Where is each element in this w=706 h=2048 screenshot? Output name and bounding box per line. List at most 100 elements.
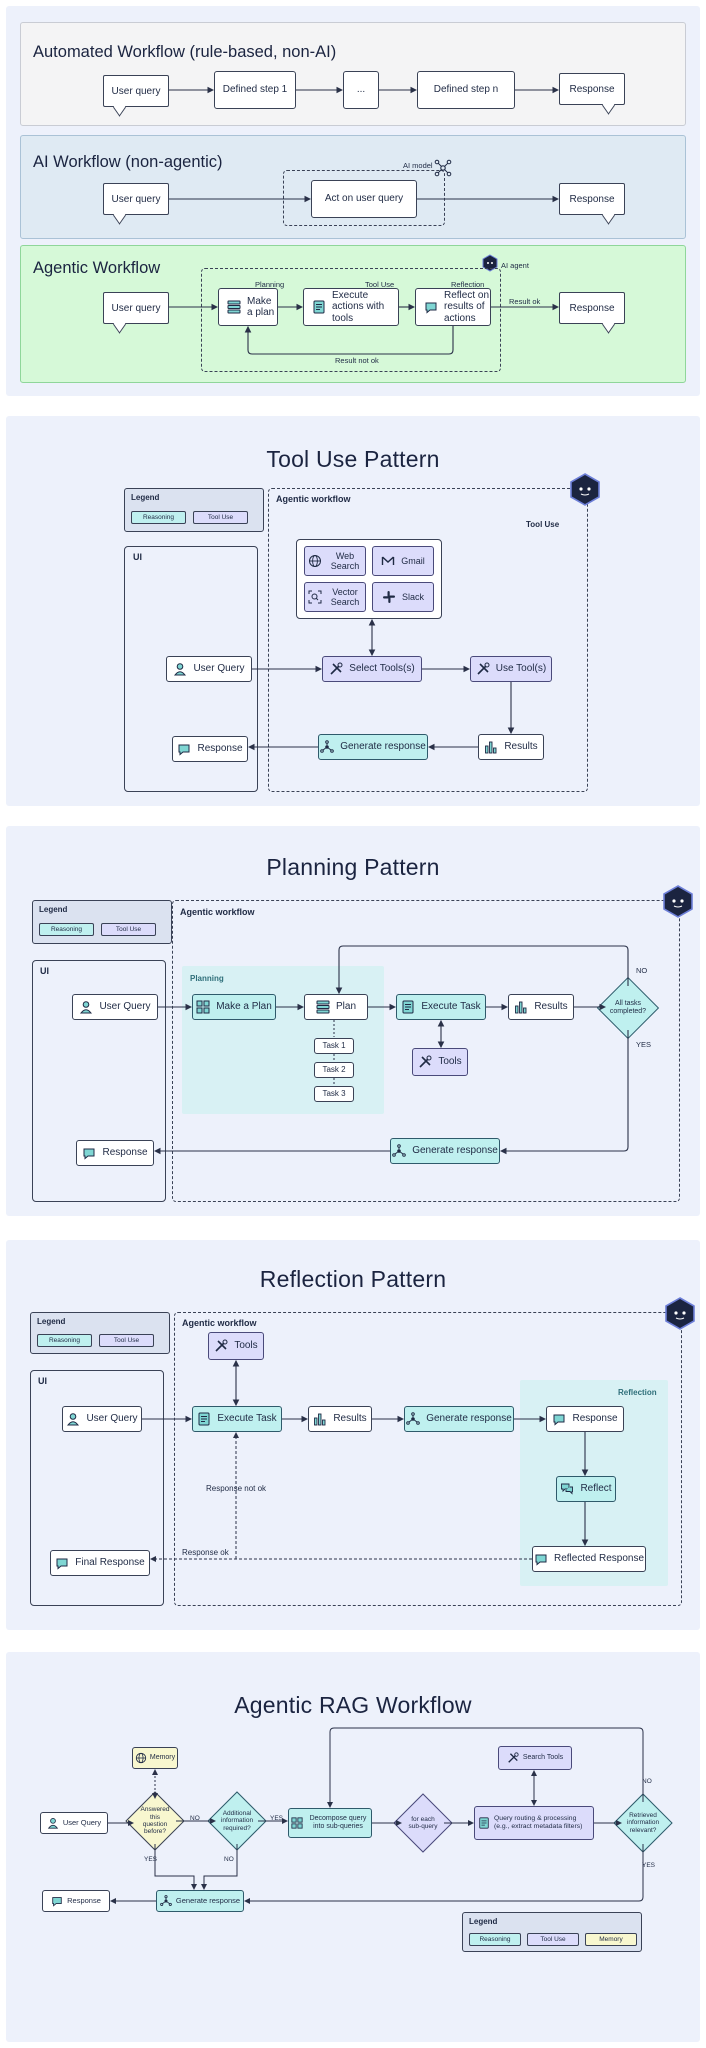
query-routing-label: Query routing & processing (e.g., extrac… (494, 1815, 583, 1830)
ai-agent-icon (663, 885, 693, 918)
legend: Legend Reasoning Tool Use (32, 900, 172, 944)
ai-workflow-title: AI Workflow (non-agentic) (33, 153, 223, 171)
generate-response-node: Generate response (318, 734, 428, 760)
planning-label: Planning (255, 280, 285, 289)
ellipsis-step: ... (343, 71, 379, 109)
response-label: Response (67, 1895, 101, 1905)
task-3-node: Task 3 (314, 1086, 354, 1102)
final-response-label: Final Response (75, 1557, 145, 1569)
results-label: Results (504, 741, 538, 753)
execute-task-label: Execute Task (217, 1413, 277, 1425)
gmail-label: Gmail (401, 555, 425, 566)
tool-use-pattern-panel: Tool Use Pattern Legend Reasoning Tool U… (6, 416, 700, 806)
select-tools-node: Select Tools(s) (322, 656, 422, 682)
make-a-plan-label: Make a plan (247, 295, 275, 319)
ui-title: UI (40, 966, 49, 976)
tools-icon (418, 1055, 432, 1069)
no-label: NO (224, 1856, 234, 1863)
for-each-subquery-label: for each sub-query (408, 1815, 438, 1830)
planning-zone-label: Planning (190, 974, 224, 983)
agentic-rag-panel: Agentic RAG Workflow Memory User Query A… (6, 1652, 700, 2042)
legend-tool-use-chip: Tool Use (527, 1933, 579, 1946)
legend-reasoning-chip: Reasoning (37, 1334, 92, 1347)
use-tools-label: Use Tool(s) (495, 663, 547, 675)
yes-label: YES (270, 1815, 284, 1822)
chat-icon (424, 300, 438, 314)
globe-icon (135, 1752, 147, 1764)
tools-node: Tools (412, 1048, 468, 1076)
user-icon (79, 1000, 93, 1014)
planning-pattern-title: Planning Pattern (266, 854, 440, 880)
ui-title: UI (38, 1376, 47, 1386)
act-on-query-step: Act on user query (311, 180, 417, 218)
automated-workflow-card: Automated Workflow (rule-based, non-AI) … (20, 22, 686, 126)
agentic-workflow-title: Agentic workflow (276, 494, 351, 504)
user-query-bubble: User query (103, 183, 169, 215)
legend-tool-use-chip: Tool Use (193, 511, 248, 524)
user-icon (66, 1412, 80, 1426)
tools-node: Tools (208, 1332, 264, 1360)
agentic-workflow-frame (268, 488, 588, 792)
mail-icon (381, 554, 395, 568)
result-ok-label: Result ok (509, 297, 541, 306)
ai-model-frame (283, 170, 445, 226)
user-query-node: User Query (166, 656, 252, 682)
response-label: Response (197, 743, 243, 755)
reflection-label: Reflection (451, 280, 485, 289)
legend-memory-chip: Memory (585, 1933, 637, 1946)
chat-icon (82, 1146, 96, 1160)
slack-tool: Slack (372, 582, 434, 612)
branch-icon (160, 1895, 172, 1907)
generate-response-label: Generate response (340, 741, 426, 753)
ai-agent-icon (665, 1297, 695, 1330)
search-tools-label: Search Tools (522, 1753, 564, 1761)
additional-info-decision: Additional information required? (206, 1790, 268, 1852)
defined-step-n: Defined step n (417, 71, 515, 109)
agentic-workflow-frame (172, 900, 680, 1202)
execute-actions-label: Execute actions with tools (332, 289, 385, 324)
agentic-workflow-title: Agentic workflow (182, 1318, 257, 1328)
additional-info-label: Additional information required? (220, 1809, 254, 1832)
legend: Legend Reasoning Tool Use (30, 1312, 170, 1354)
scan-search-icon (308, 590, 322, 604)
agentic-workflow-card: Agentic Workflow AI agent Planning Tool … (20, 245, 686, 383)
response-label: Response (102, 1147, 148, 1159)
workflow-overview-panel: Automated Workflow (rule-based, non-AI) … (6, 6, 700, 396)
memory-node: Memory (132, 1747, 178, 1769)
no-label: NO (642, 1778, 652, 1785)
select-tools-label: Select Tools(s) (349, 663, 415, 675)
user-query-bubble: User query (103, 75, 169, 107)
execute-task-node: Execute Task (396, 994, 486, 1020)
decompose-label: Decompose query into sub-queries (309, 1814, 367, 1830)
user-query-node: User Query (62, 1406, 142, 1432)
legend-tool-use-chip: Tool Use (99, 1334, 154, 1347)
result-not-ok-label: Result not ok (335, 356, 379, 365)
response-not-ok-label: Response not ok (206, 1484, 267, 1493)
legend-reasoning-chip: Reasoning (39, 923, 94, 936)
legend-tool-use-chip: Tool Use (101, 923, 156, 936)
document-icon (197, 1412, 211, 1426)
agentic-workflow-title: Agentic Workflow (33, 259, 161, 277)
user-query-label: User Query (99, 1001, 151, 1013)
tool-use-label: Tool Use (365, 280, 395, 289)
response-bubble: Response (559, 73, 625, 105)
ui-title: UI (133, 552, 142, 562)
legend-title: Legend (37, 1317, 66, 1326)
results-label: Results (534, 1001, 568, 1013)
planning-pattern-panel: Planning Pattern Legend Reasoning Tool U… (6, 826, 700, 1216)
yes-label: YES (636, 1040, 652, 1049)
grid-icon (196, 1000, 210, 1014)
chat-icon (177, 742, 191, 756)
for-each-subquery-decision: for each sub-query (392, 1792, 454, 1854)
tools-icon (507, 1752, 519, 1764)
vector-search-label: Vector Search (330, 586, 360, 607)
response-ok-label: Response ok (182, 1548, 229, 1557)
vector-search-tool: Vector Search (304, 582, 366, 612)
query-routing-node: Query routing & processing (e.g., extrac… (474, 1806, 594, 1840)
yes-label: YES (144, 1856, 158, 1863)
no-label: NO (636, 966, 648, 975)
user-icon (173, 662, 187, 676)
generate-response-label: Generate response (412, 1145, 498, 1157)
list-icon (227, 300, 241, 314)
reflect-step: Reflect on results of actions (415, 288, 491, 326)
